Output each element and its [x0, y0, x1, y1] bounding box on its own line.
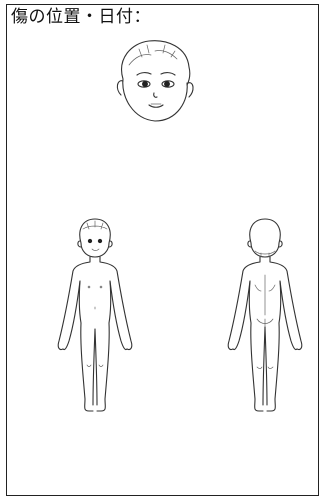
body-back-diagram[interactable] — [217, 215, 313, 420]
injury-location-date-label: 傷の位置・日付： — [11, 7, 151, 27]
body-front-diagram[interactable] — [47, 215, 143, 420]
face-diagram[interactable] — [109, 35, 201, 127]
injury-form-sheet: 傷の位置・日付： — [6, 4, 319, 496]
